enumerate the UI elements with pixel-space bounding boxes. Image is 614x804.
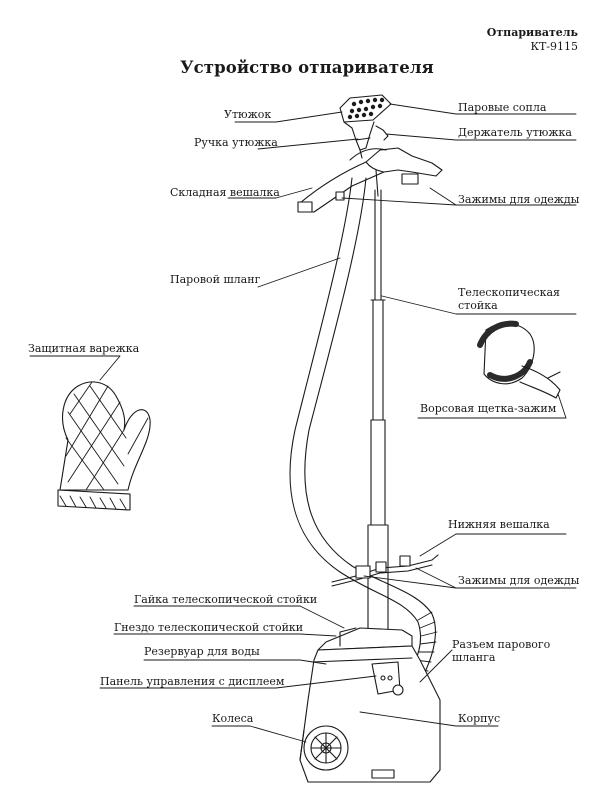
label-iron-handle: Ручка утюжка (194, 136, 278, 149)
label-wheels: Колеса (212, 712, 254, 725)
label-pole-nut: Гайка телескопической стойки (134, 593, 318, 606)
hose-drawing (289, 177, 438, 693)
pole-drawing (367, 189, 389, 641)
label-bristle-brush: Ворсовая щетка-зажим (420, 402, 557, 415)
mitten-drawing (57, 381, 151, 511)
label-telescopic-pole: Телескопическая стойка (458, 286, 560, 312)
label-clothes-clips-bottom: Зажимы для одежды (458, 574, 580, 587)
label-clothes-clips-top: Зажимы для одежды (458, 193, 580, 206)
brush-drawing (477, 320, 561, 399)
leader-lines (29, 103, 577, 743)
label-iron-holder: Держатель утюжка (458, 126, 572, 139)
body-drawing (299, 627, 441, 783)
label-body: Корпус (458, 712, 501, 725)
label-hose-connector: Разъем парового шланга (452, 638, 551, 664)
page-title: Устройство отпаривателя (180, 58, 434, 77)
label-folding-hanger: Складная вешалка (170, 186, 280, 199)
label-protective-mitten: Защитная варежка (28, 342, 140, 355)
model-number: КТ-9115 (530, 40, 578, 53)
product-name: Отпариватель (486, 26, 578, 39)
label-water-tank: Резервуар для воды (144, 645, 260, 658)
iron-drawing (339, 94, 392, 159)
label-steam-hose: Паровой шланг (170, 273, 261, 286)
label-pole-socket: Гнездо телескопической стойки (114, 621, 304, 634)
label-lower-hanger: Нижняя вешалка (448, 518, 550, 531)
label-control-panel: Панель управления с дисплеем (100, 675, 285, 688)
label-steam-nozzles: Паровые сопла (458, 101, 547, 114)
lower-hanger-drawing (331, 554, 439, 587)
label-iron: Утюжок (224, 108, 272, 121)
hanger-drawing (297, 147, 443, 213)
